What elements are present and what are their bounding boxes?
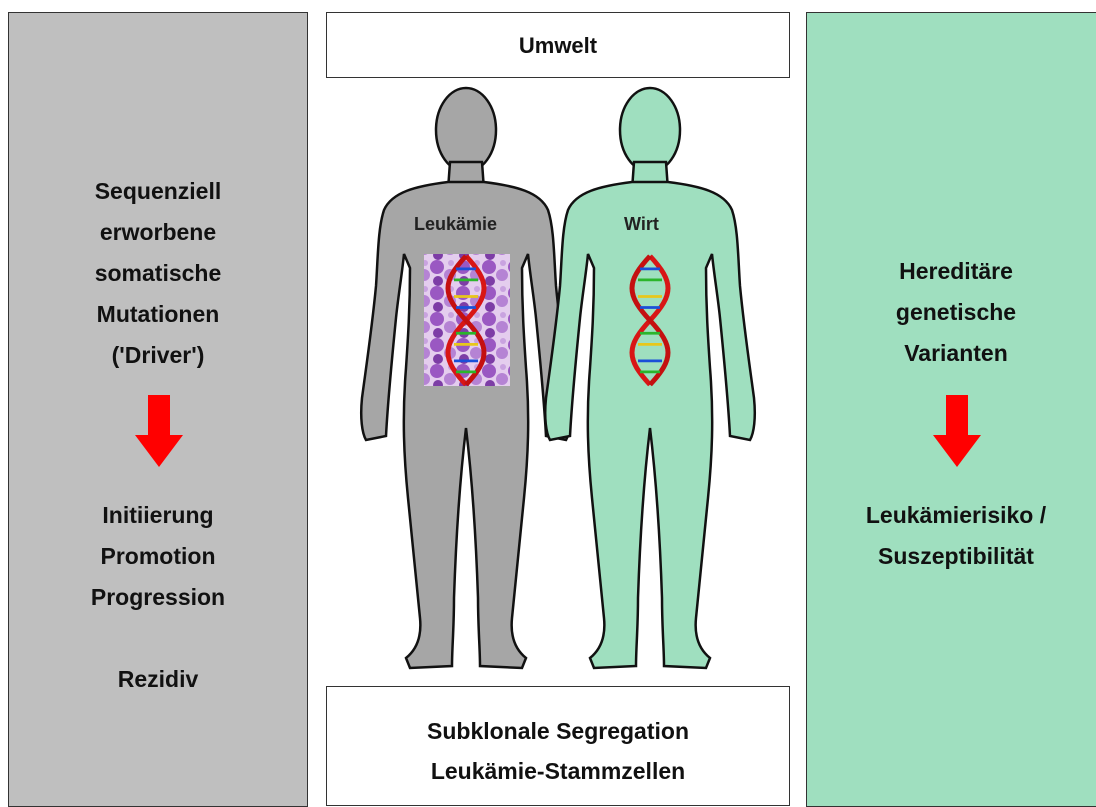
right-line: Hereditäre bbox=[807, 251, 1096, 292]
right-result-line: Suszeptibilität bbox=[807, 536, 1096, 577]
left-line: Sequenziell bbox=[9, 171, 307, 212]
left-result-line: Progression bbox=[9, 577, 307, 618]
bottom-line: Leukämie-Stammzellen bbox=[327, 751, 789, 791]
subclonal-segregation-box: Subklonale Segregation Leukämie-Stammzel… bbox=[326, 686, 790, 806]
somatic-mutations-panel: Sequenziell erworbene somatische Mutatio… bbox=[8, 12, 308, 807]
left-line: ('Driver') bbox=[9, 335, 307, 376]
left-line: somatische bbox=[9, 253, 307, 294]
progression-stages: Initiierung Promotion Progression bbox=[9, 495, 307, 618]
left-line: Mutationen bbox=[9, 294, 307, 335]
leukemia-figure bbox=[361, 88, 571, 668]
left-line: erworbene bbox=[9, 212, 307, 253]
down-arrow-icon bbox=[135, 395, 183, 467]
somatic-mutations-text: Sequenziell erworbene somatische Mutatio… bbox=[9, 171, 307, 376]
hereditary-variants-panel: Hereditäre genetische Varianten Leukämie… bbox=[806, 12, 1096, 807]
leukemia-label: Leukämie bbox=[414, 214, 497, 235]
relapse-label: Rezidiv bbox=[9, 659, 307, 700]
right-line: Varianten bbox=[807, 333, 1096, 374]
hereditary-variants-text: Hereditäre genetische Varianten bbox=[807, 251, 1096, 374]
human-figures: Leukämie Wirt bbox=[326, 78, 790, 686]
left-result-line: Initiierung bbox=[9, 495, 307, 536]
right-line: genetische bbox=[807, 292, 1096, 333]
down-arrow-icon bbox=[933, 395, 981, 467]
host-figure bbox=[545, 88, 755, 668]
right-result-line: Leukämierisiko / bbox=[807, 495, 1096, 536]
risk-susceptibility-text: Leukämierisiko / Suszeptibilität bbox=[807, 495, 1096, 577]
environment-box: Umwelt bbox=[326, 12, 790, 78]
bottom-line: Subklonale Segregation bbox=[327, 711, 789, 751]
left-result-line: Promotion bbox=[9, 536, 307, 577]
host-label: Wirt bbox=[624, 214, 659, 235]
environment-label: Umwelt bbox=[519, 33, 597, 58]
